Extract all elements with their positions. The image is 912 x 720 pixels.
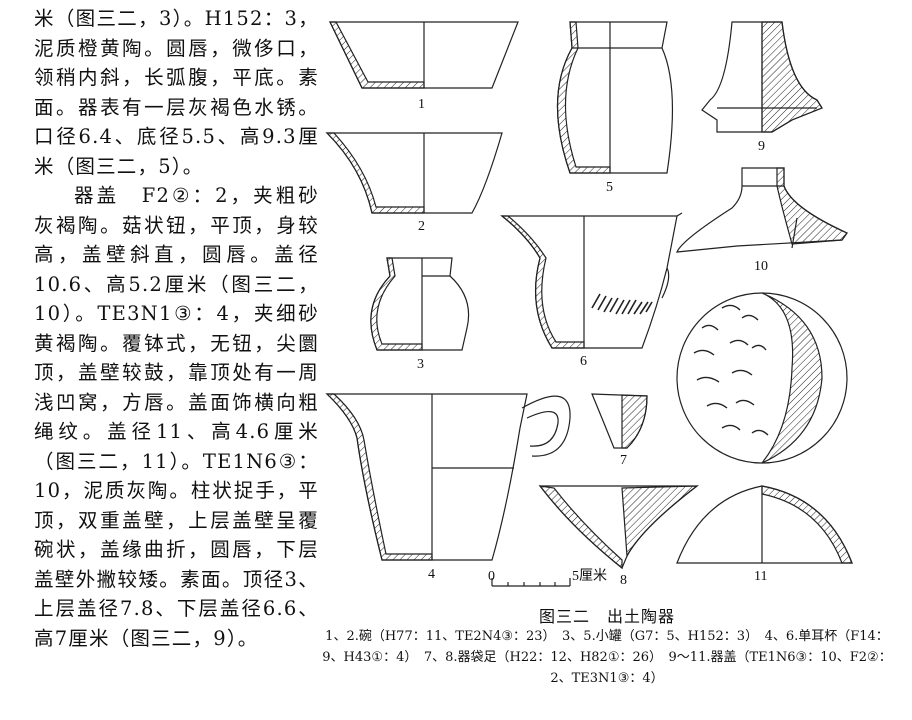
vessel-1-bowl xyxy=(329,21,519,89)
vessel-4-cup xyxy=(325,393,571,561)
vessel-10-lid xyxy=(676,167,848,253)
body-text-column: 米（图三二，3）。H152：3，泥质橙黄陶。圆唇，微侈口，领稍内斜，长弧腹，平底… xyxy=(34,4,319,653)
label-3: 3 xyxy=(417,357,424,372)
vessel-2-bowl xyxy=(325,132,503,214)
label-10: 10 xyxy=(754,259,768,274)
scale-end-label: 5厘米 xyxy=(572,568,607,584)
vessel-11-lid-top xyxy=(676,292,848,464)
label-7: 7 xyxy=(620,453,627,468)
label-6: 6 xyxy=(580,354,587,369)
pottery-drawings: 1 2 3 4 5 6 7 8 9 10 11 0 5厘米 xyxy=(325,21,853,588)
vessel-3-jar xyxy=(370,257,470,351)
vessel-5-jar xyxy=(556,21,674,174)
figure-caption: 1、2.碗（H77：11、TE2N4③：23） 3、5.小罐（G7：5、H152… xyxy=(322,629,892,686)
scale-start-label: 0 xyxy=(488,569,495,584)
label-8: 8 xyxy=(620,573,627,588)
figure-title: 图三二 出土陶器 xyxy=(538,607,675,626)
label-4: 4 xyxy=(428,567,435,582)
vessel-11-lid-profile xyxy=(676,485,853,564)
label-9: 9 xyxy=(758,139,765,154)
label-1: 1 xyxy=(418,97,425,112)
pottery-figure: 1 2 3 4 5 6 7 8 9 10 11 0 5厘米 xyxy=(322,8,890,608)
vessel-7-foot xyxy=(591,393,648,449)
vessel-8-foot xyxy=(538,485,699,570)
vessel-6-cup xyxy=(500,212,683,349)
paragraph-vessel-lids: 器盖 F2②：2，夹粗砂灰褐陶。菇状钮，平顶，身较高，盖壁斜直，圆唇。盖径10.… xyxy=(34,184,319,650)
label-2: 2 xyxy=(418,219,425,234)
label-5: 5 xyxy=(606,180,613,195)
label-11: 11 xyxy=(754,569,767,584)
paragraph-vessel-h152: 米（图三二，3）。H152：3，泥质橙黄陶。圆唇，微侈口，领稍内斜，长弧腹，平底… xyxy=(34,7,319,178)
vessel-9-lid xyxy=(701,21,823,133)
scale-bar xyxy=(491,578,571,587)
